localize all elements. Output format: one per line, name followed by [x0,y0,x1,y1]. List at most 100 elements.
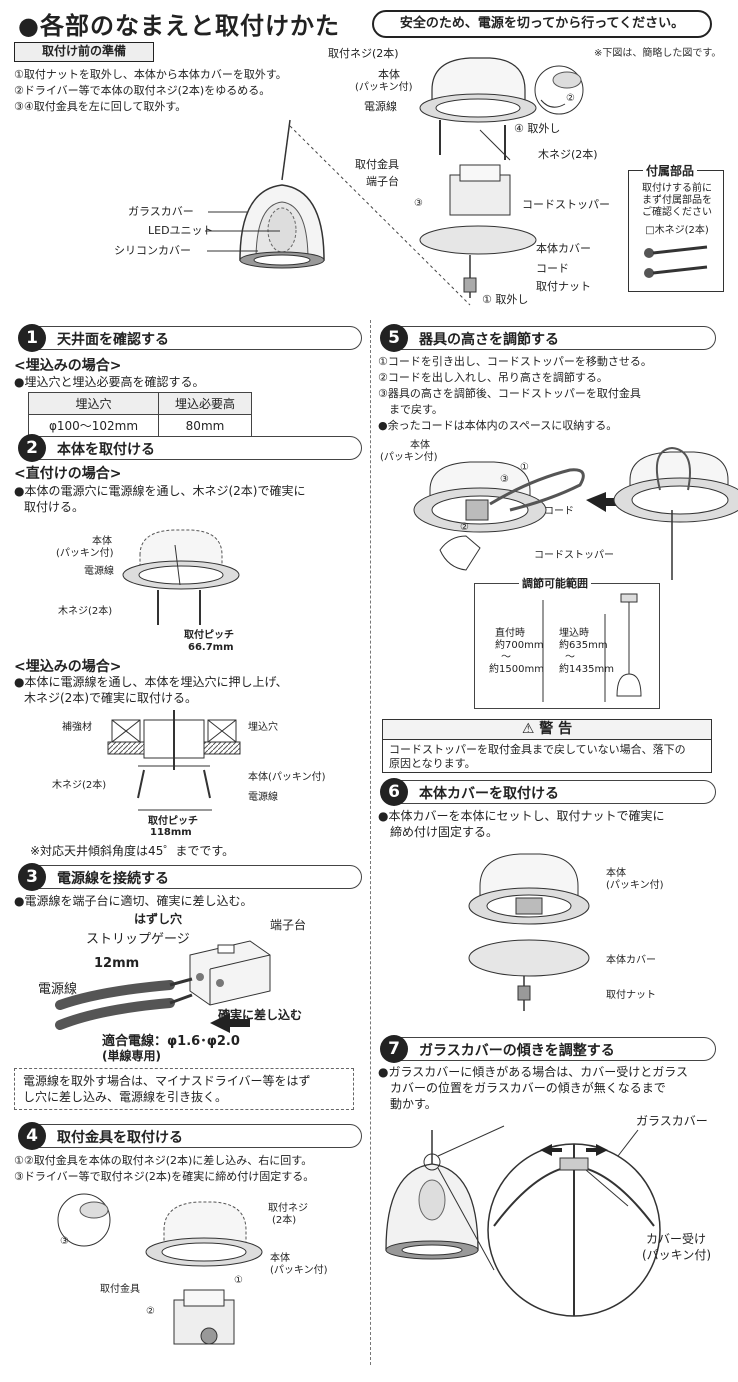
s4-circle-2: ② [146,1306,155,1317]
wood-screw-label: 木ネジ(2本) [538,148,598,161]
s5-stopper: コードストッパー [534,550,614,561]
s2-note: ※対応天井傾斜角度は45゜までです。 [30,844,235,858]
silicon-cover-label: シリコンカバー [114,244,191,257]
s2-sub-embed: <埋込みの場合> [14,659,122,675]
s3-line: ●電源線を端子台に適切、確実に差し込む。 [14,894,253,908]
s6-nut: 取付ナット [606,990,656,1001]
cord-label: コード [536,262,569,275]
s7-line-2: カバーの位置をガラスカバーの傾きが無くなるまで [390,1081,666,1095]
section-5-title: 器具の高さを調節する [419,332,559,348]
s5-line-2: ②コードを出し入れし、吊り高さを調節する。 [378,371,608,384]
s3-strip: ストリップゲージ [86,932,190,947]
detail-circle-bracket [534,65,584,115]
s5-circle-1: ① [520,462,529,473]
s7-receiver: カバー受け [646,1232,707,1246]
warning-line-2: 原因となります。 [389,757,476,770]
s7-packing: (パッキン付) [642,1248,712,1262]
s3-power: 電源線 [38,982,78,997]
section-7-number: 7 [380,1035,408,1063]
figure-note: ※下図は、簡略した図です。 [594,48,722,59]
embed-table: 埋込穴 埋込必要高 φ100～102mm 80mm [27,392,252,437]
s5-line-1: ①コードを引き出し、コードストッパーを移動させる。 [378,355,652,368]
s5-body: 本体 [410,440,430,451]
embed-label: 埋込時 [559,628,589,639]
terminal-label: 端子台 [366,175,399,188]
s2-fig1-body: 本体 [92,536,112,547]
section-4-title: 取付金具を取付ける [57,1130,183,1146]
section-4-number: 4 [18,1122,46,1150]
mount-screw-label: 取付ネジ(2本) [328,47,399,60]
direct-label: 直付時 [495,628,525,639]
section-5-header: 5 器具の高さを調節する [380,324,716,352]
s4-line-1: ①②取付金具を本体の取付ネジ(2本)に差し込み、右に回す。 [14,1154,313,1167]
safety-note: 安全のため、電源を切ってから行ってください。 [372,10,712,38]
terminal-connection-illustration [55,940,271,1033]
s6-packing: (パッキン付) [606,880,664,891]
wood-screw-icon [644,245,708,278]
section-7-title: ガラスカバーの傾きを調整する [419,1043,615,1059]
section-4-header: 4 取付金具を取付ける [18,1122,362,1150]
s2-fig1-screw: 木ネジ(2本) [58,606,113,617]
s2-fig1-power: 電源線 [84,566,114,577]
s3-length: 12mm [94,956,140,971]
s5-line-5: ●余ったコードは本体内のスペースに収納する。 [378,419,618,432]
section-2-title: 本体を取付ける [57,442,155,458]
s3-remove-note-b: し穴に差し込み、電源線を引き抜く。 [23,1090,228,1104]
circle-3-label: ③ [414,198,423,209]
accessories-note-1: 取付けする前に [642,183,712,194]
section-3-header: 3 電源線を接続する [18,863,362,891]
section-1-number: 1 [18,324,46,352]
exploded-assembly-illustration [419,57,537,298]
s2-line-1b: 取付ける。 [24,500,85,514]
cord-stopper-label: コードストッパー [522,198,610,211]
warning-box: ⚠ 警 告 コードストッパーを取付金具まで戻していない場合、落下の 原因となりま… [382,719,712,773]
mount-nut-label: 取付ナット [536,280,591,293]
s3-remove-note-box: 電源線を取外す場合は、マイナスドライバー等をはず し穴に差し込み、電源線を引き抜… [14,1068,354,1110]
remove-4-label: ④ 取外し [514,122,561,135]
glass-cover-label: ガラスカバー [128,205,194,218]
embed-min: 約1435mm [559,664,614,675]
body-label: 本体 [378,68,400,81]
section-6-number: 6 [380,778,408,806]
embed-max: 約635mm [559,640,608,651]
height-range-arrows [542,593,642,702]
embed-mount-illustration [107,710,241,811]
s2-fig2-power: 電源線 [248,792,278,803]
pendant-lamp-illustration [239,119,511,269]
direct-tilde: ～ [501,652,511,663]
embed-table-hole-value: φ100～102mm [27,414,160,437]
s4-circle-1: ① [234,1275,243,1286]
bracket-mount-illustration [57,1193,263,1345]
warning-line-1: コードストッパーを取付金具まで戻していない場合、落下の [389,743,686,756]
adjust-range-title: 調節可能範囲 [519,575,591,591]
s4-body: 本体 [270,1253,290,1264]
s4-packing: (パッキン付) [270,1265,328,1276]
body-cover-label: 本体カバー [536,242,591,255]
s6-cover: 本体カバー [606,955,656,966]
column-divider [370,320,371,1365]
s2-fig1-packing: (パッキン付) [56,548,114,559]
glass-tilt-illustration [385,1125,661,1317]
s2-fig2-reinforce: 補強材 [62,722,92,733]
s2-fig2-screw: 木ネジ(2本) [52,780,107,791]
direct-mount-illustration [122,529,240,625]
section-5-number: 5 [380,324,408,352]
cover-mount-illustration [468,853,590,1011]
s5-circle-2: ② [460,522,469,533]
remove-1-label: ① 取外し [482,293,529,306]
s5-line-3: ③器具の高さを調節後、コードストッパーを取付金具 [378,387,641,400]
prep-step-2: ②ドライバー等で本体の取付ネジ(2本)をゆるめる。 [14,84,271,97]
bracket-label: 取付金具 [355,158,399,171]
s2-fig2-pitch: 取付ピッチ [148,816,198,827]
section-3-number: 3 [18,863,46,891]
s3-release: はずし穴 [134,912,183,926]
embed-table-height-value: 80mm [158,414,252,437]
direct-min: 約1500mm [489,664,544,675]
accessories-note-2: まず付属部品を [642,195,712,206]
s3-remove-note-a: 電源線を取外す場合は、マイナスドライバー等をはず [23,1074,311,1088]
s4-circle-3: ③ [60,1236,69,1247]
s6-line-1: ●本体カバーを本体にセットし、取付ナットで確実に [378,809,665,823]
s3-insert: 確実に差し込む [218,1008,303,1022]
accessories-title: 付属部品 [643,162,698,179]
s2-line-2b: 木ネジ(2本)で確実に取付ける。 [24,691,197,705]
